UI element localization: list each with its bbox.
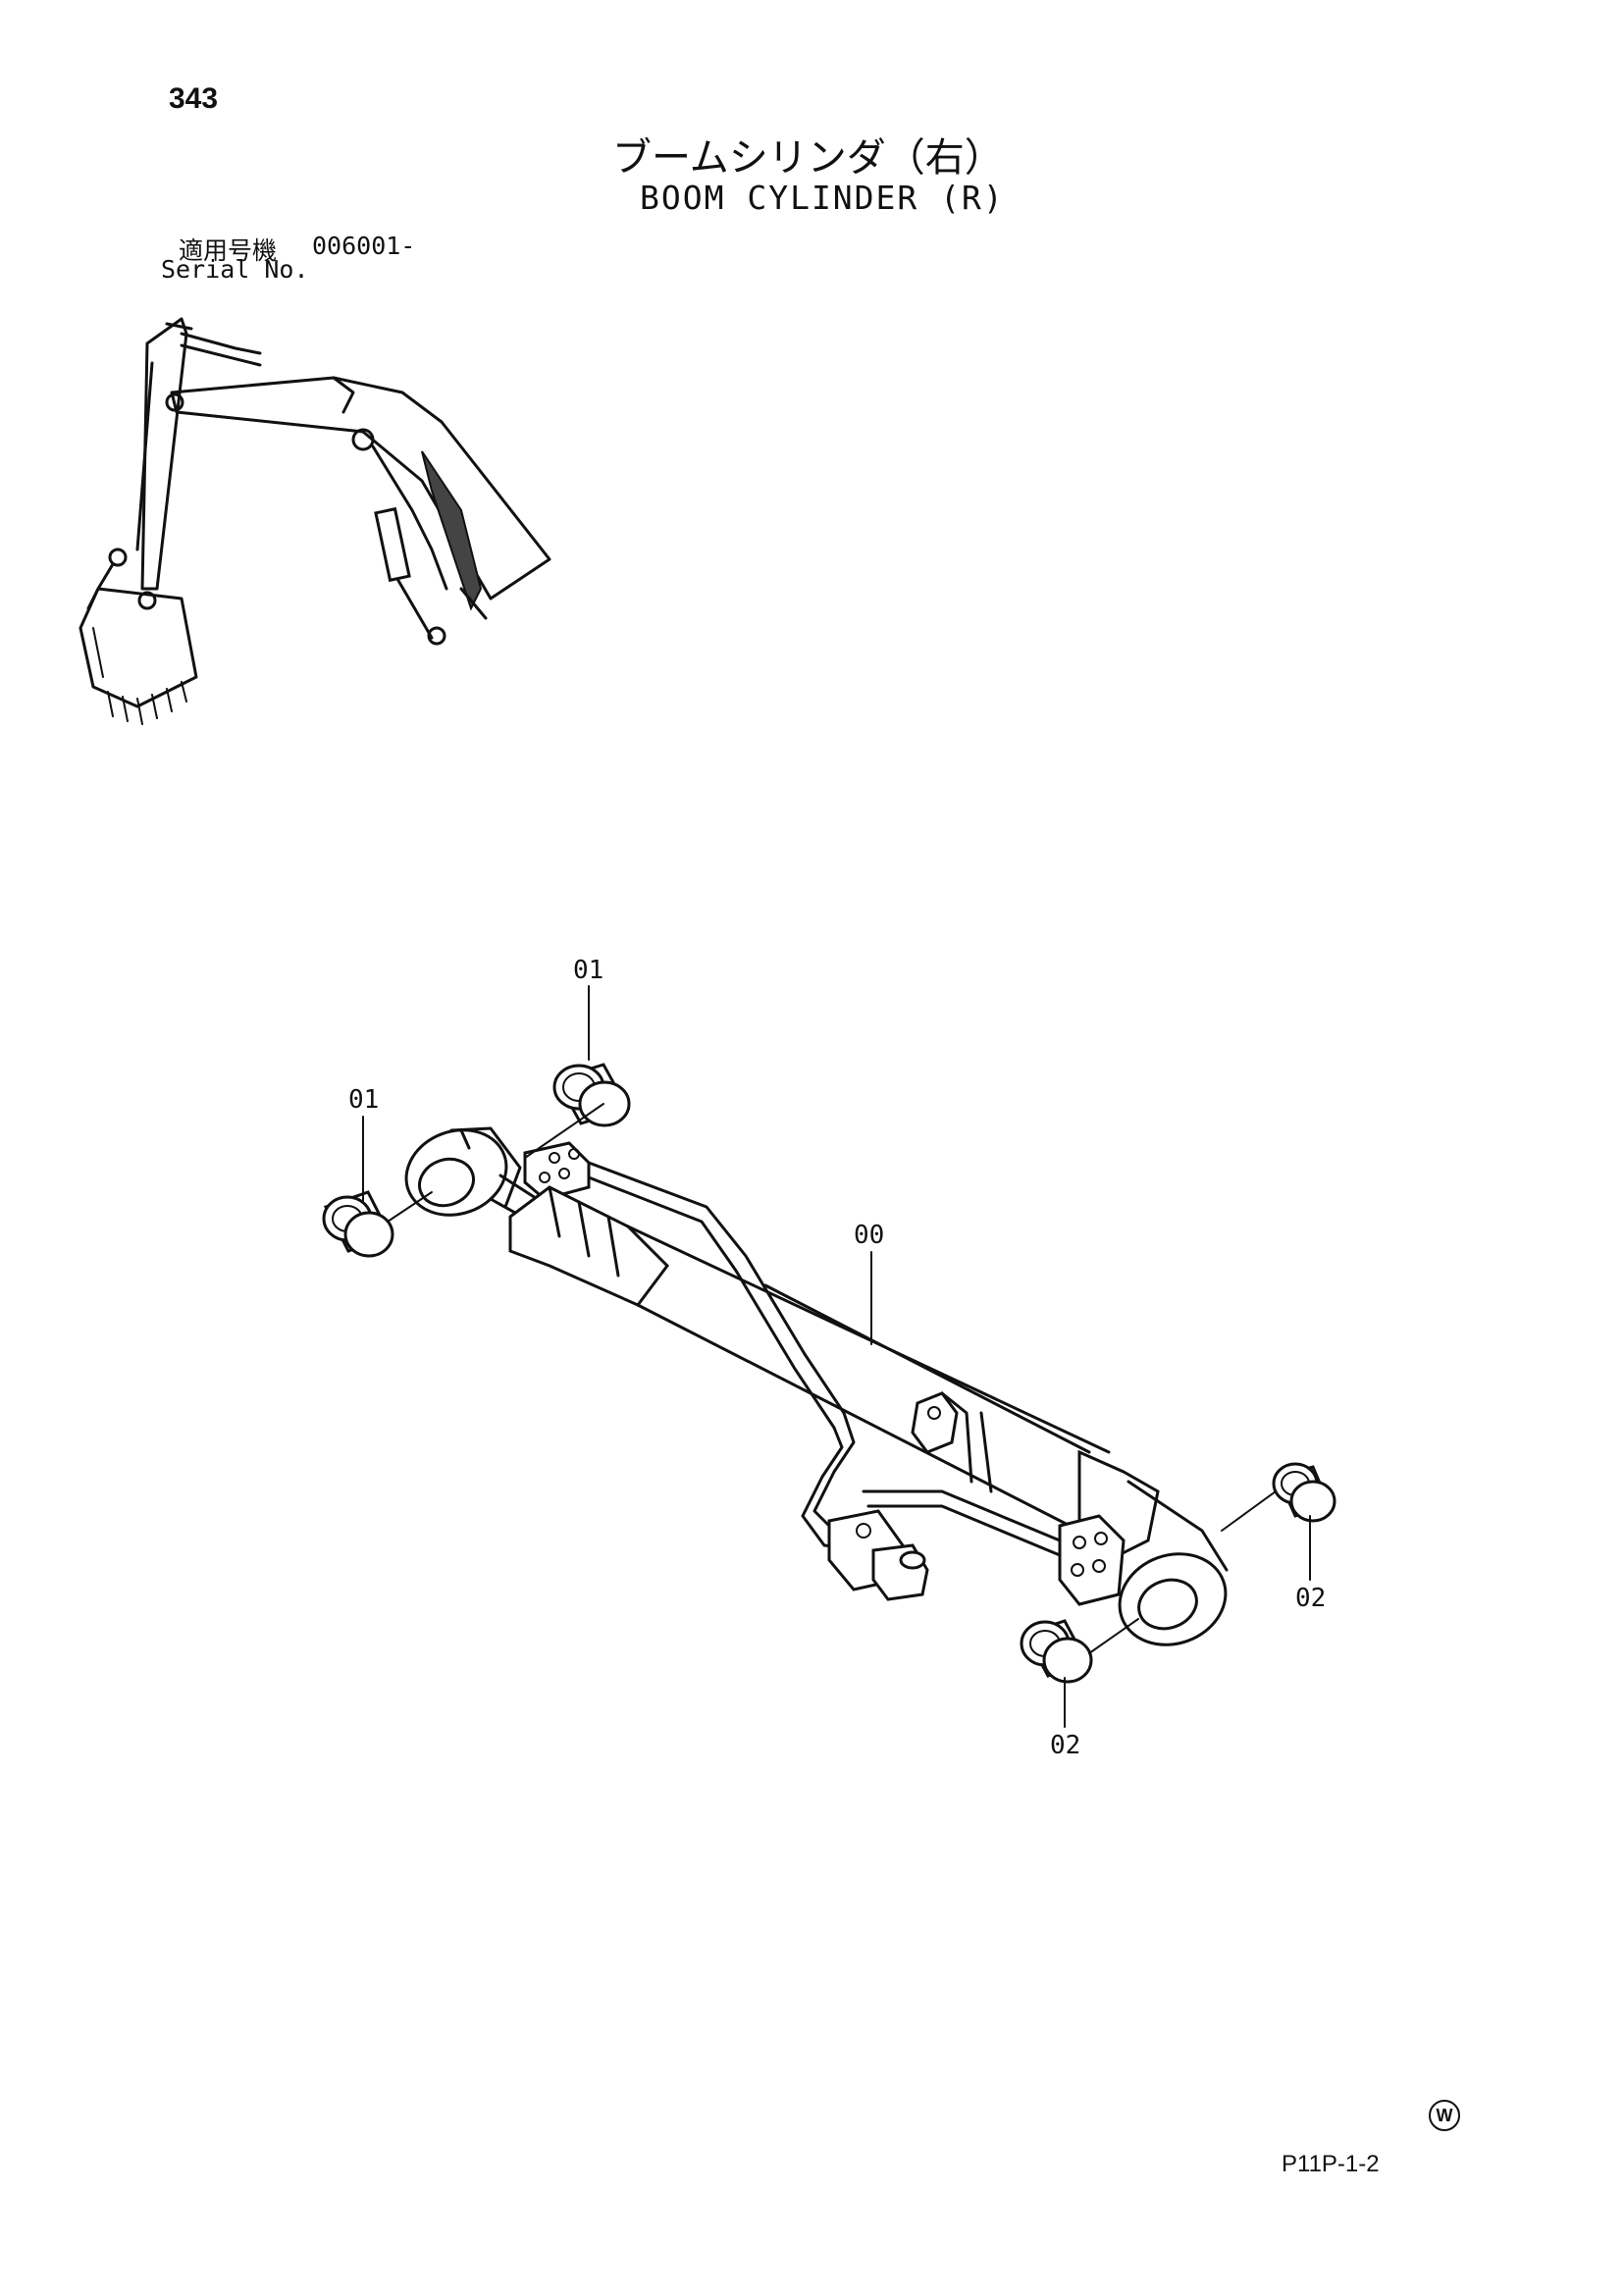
callout-02-bottom: 02	[1050, 1731, 1081, 1760]
title-english: BOOM CYLINDER (R)	[640, 179, 1005, 217]
bushing-01-top	[552, 1063, 631, 1127]
callout-01-top: 01	[573, 956, 604, 985]
callout-01-left: 01	[348, 1085, 380, 1115]
excavator-locator-icon	[79, 317, 551, 725]
callout-02-right: 02	[1295, 1584, 1327, 1613]
w-mark-icon: W	[1429, 2100, 1460, 2131]
title-japanese: ブームシリンダ（右）	[612, 135, 1004, 181]
serial-label-english: Serial No.	[161, 255, 309, 284]
boom-cylinder-drawing	[322, 985, 1336, 1728]
bushing-02-bottom	[1020, 1619, 1093, 1684]
bushing-02-right	[1272, 1462, 1336, 1523]
bushing-01-left	[322, 1190, 394, 1258]
serial-value: 006001-	[312, 232, 416, 260]
serial-label-japanese: 適用号機	[179, 236, 278, 265]
page-number: 343	[169, 82, 219, 115]
page-code: P11P-1-2	[1282, 2151, 1380, 2177]
callout-00: 00	[854, 1221, 885, 1250]
